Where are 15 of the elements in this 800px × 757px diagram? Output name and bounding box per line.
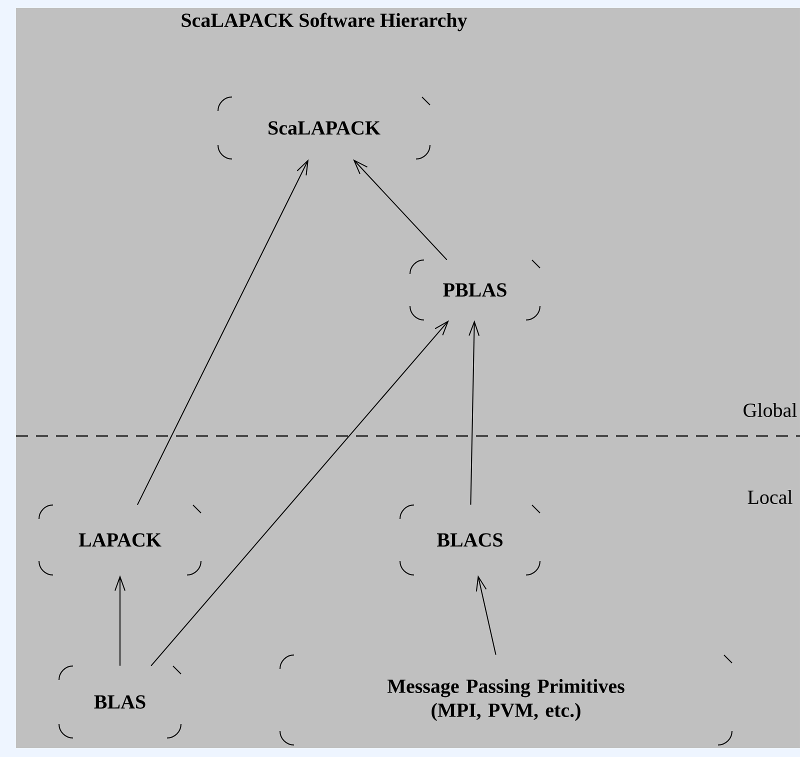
cloud-node: ScaLAPACK — [218, 96, 430, 160]
arrow — [136, 159, 309, 506]
level-label: Global — [744, 402, 797, 418]
arrow — [150, 320, 449, 666]
cloud-node: LAPACK — [38, 504, 202, 576]
cloud-node: BLAS — [58, 666, 182, 738]
title: ScaLAPACK Software Hierarchy — [182, 12, 468, 32]
cloud-node: Message Passing Primitives (MPI, PVM, etc.) — [280, 654, 732, 746]
arrow — [114, 575, 126, 666]
cloud-node: BLACS — [400, 504, 540, 576]
cloud-node: PBLAS — [410, 260, 540, 320]
arrow — [468, 320, 480, 506]
level-label: Local — [748, 490, 792, 504]
arrow — [353, 159, 448, 260]
arrow — [476, 575, 496, 656]
